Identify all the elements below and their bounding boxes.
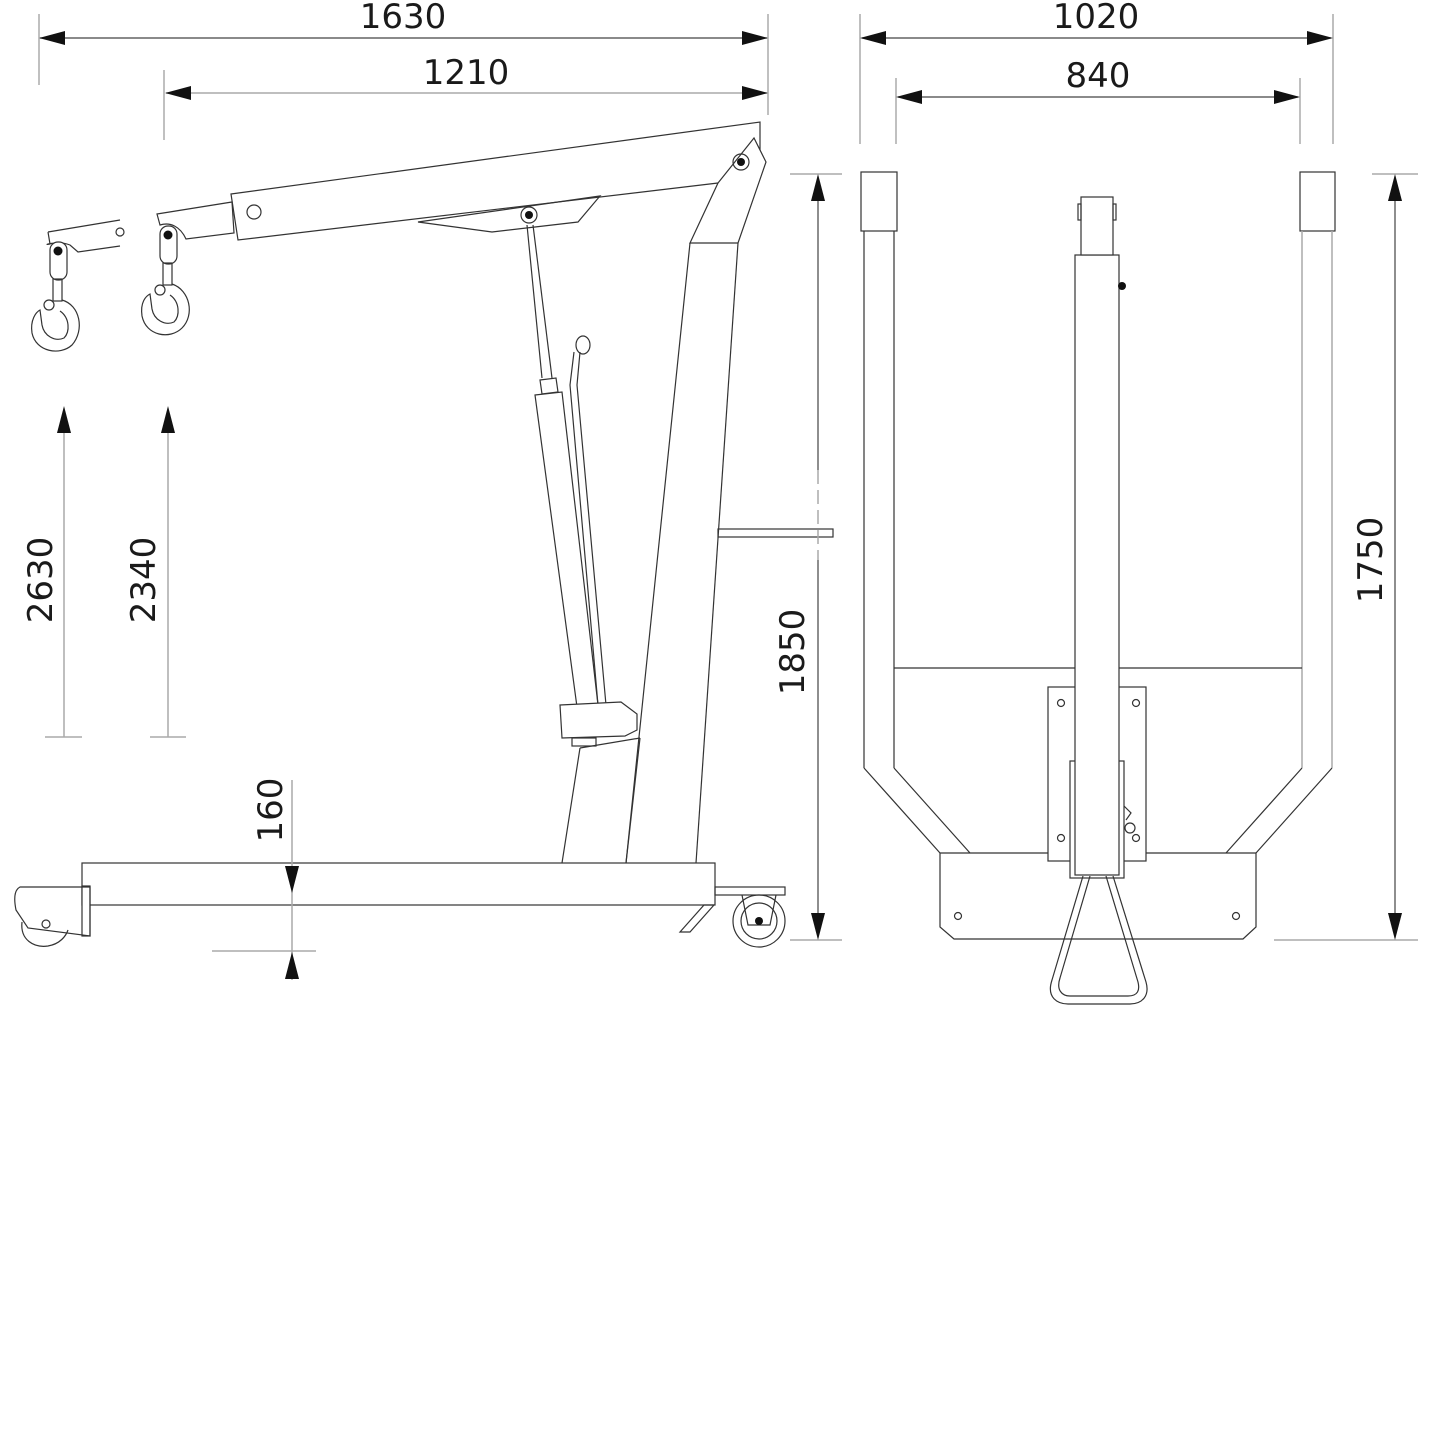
dimension-max-hook-height-retracted: 2340 xyxy=(124,406,186,738)
hydraulic-ram xyxy=(526,224,638,747)
dimension-overall-height: 1850 xyxy=(773,173,842,941)
dimension-label-1750: 1750 xyxy=(1351,517,1391,604)
side-view: 1630 1210 xyxy=(14,0,842,980)
boom-extension xyxy=(156,201,235,240)
tow-handle xyxy=(1049,875,1148,1005)
caster-axle-icon xyxy=(755,917,763,925)
front-view: 1020 840 xyxy=(859,0,1418,1005)
base-leg xyxy=(14,862,786,948)
right-leg xyxy=(1225,171,1336,854)
dimension-inner-width: 840 xyxy=(895,56,1301,144)
dimension-label-1020: 1020 xyxy=(1053,0,1140,37)
mast-head xyxy=(689,136,767,244)
dimension-label-2340: 2340 xyxy=(124,537,164,624)
dimension-label-2630: 2630 xyxy=(21,537,61,624)
left-leg xyxy=(860,171,971,854)
dimension-depth-height: 1750 xyxy=(1274,173,1418,941)
hook-retracted xyxy=(141,225,190,336)
pivot-pin-icon xyxy=(53,246,63,256)
mast-front xyxy=(1074,196,1126,876)
mast-pin-icon xyxy=(1118,282,1126,290)
dimension-label-1210: 1210 xyxy=(423,53,510,93)
leg-storage-bar xyxy=(717,470,834,560)
dimension-boom-reach: 1210 xyxy=(163,53,768,140)
hook-extended xyxy=(31,241,80,352)
mast-pivot-pin-icon xyxy=(737,158,745,166)
dimension-leg-height: 160 xyxy=(212,778,316,980)
dimension-label-840: 840 xyxy=(1066,56,1131,96)
base-plate xyxy=(939,852,1257,940)
dimension-label-160: 160 xyxy=(251,778,291,843)
dimension-label-1850: 1850 xyxy=(773,609,813,696)
dimension-outer-width: 1020 xyxy=(859,0,1334,144)
boom-pivot-pin-icon xyxy=(525,211,533,219)
main-boom xyxy=(230,121,761,241)
dimension-total-length: 1630 xyxy=(38,0,769,115)
mast xyxy=(561,242,739,864)
pivot-pin-icon xyxy=(163,230,173,240)
dimension-label-1630: 1630 xyxy=(360,0,447,37)
dimension-max-hook-height-extended: 2630 xyxy=(21,406,82,738)
